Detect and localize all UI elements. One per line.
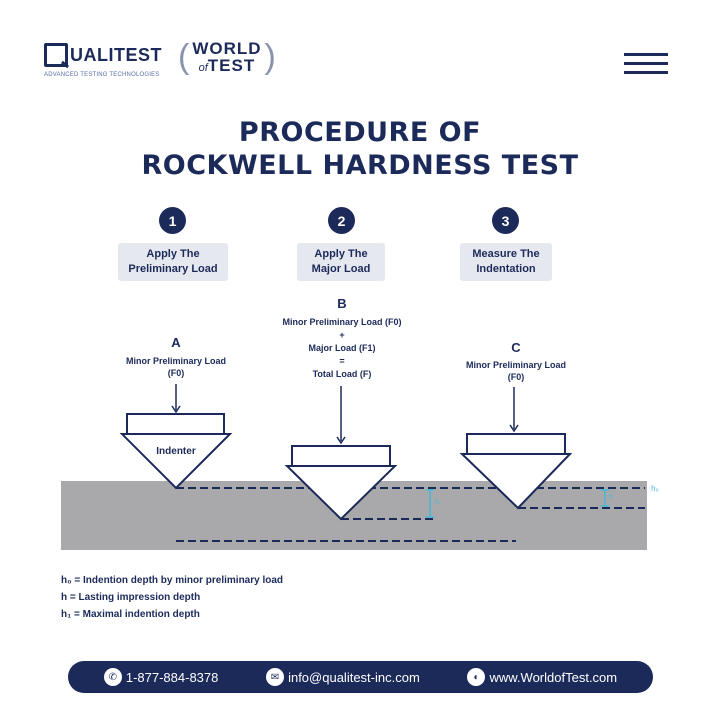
stage-b-load: Minor Preliminary Load (F0) + Major Load… bbox=[282, 317, 402, 379]
brand-name: UALITEST bbox=[70, 44, 162, 65]
step-1-label: Apply The Preliminary Load bbox=[118, 243, 228, 281]
phone-link[interactable]: ✆ 1-877-884-8378 bbox=[103, 668, 219, 686]
page-title-line1: PROCEDURE OF bbox=[238, 117, 482, 148]
phone-icon: ✆ bbox=[103, 668, 122, 686]
h0-mark: h₀ bbox=[651, 484, 659, 493]
h-mark: h bbox=[609, 494, 613, 501]
stage-a-letter: A bbox=[171, 335, 181, 350]
indenter-b-cone bbox=[284, 465, 398, 521]
stage-c-load: Minor Preliminary Load (F0) bbox=[465, 360, 567, 382]
indenter-a-cone bbox=[119, 433, 233, 490]
step-3-number: 3 bbox=[492, 207, 519, 234]
indenter-label: Indenter bbox=[156, 446, 196, 457]
contact-footer: ✆ 1-877-884-8378 ✉ info@qualitest-inc.co… bbox=[68, 661, 653, 693]
indenter-c-cone bbox=[459, 453, 573, 510]
indenter-b-holder bbox=[291, 445, 391, 467]
phone-number: 1-877-884-8378 bbox=[125, 669, 219, 685]
stage-a-load: Minor Preliminary Load (F0) bbox=[125, 356, 227, 378]
email-link[interactable]: ✉ info@qualitest-inc.com bbox=[266, 668, 420, 686]
qualitest-q-mark bbox=[44, 43, 68, 67]
website-link[interactable]: ◐ www.WorldofTest.com bbox=[467, 668, 617, 686]
stage-b-letter: B bbox=[337, 296, 347, 311]
specimen-block bbox=[61, 481, 647, 550]
indenter-c-holder bbox=[466, 433, 566, 455]
brand-tagline: ADVANCED TESTING TECHNOLOGIES bbox=[44, 72, 160, 78]
legend-item-h0: h₀ = Indention depth by minor preliminar… bbox=[61, 575, 284, 586]
email-icon: ✉ bbox=[266, 668, 285, 686]
legend-item-h1: h₁ = Maximal indention depth bbox=[61, 609, 200, 620]
hamburger-menu-icon[interactable] bbox=[624, 53, 668, 75]
indenter-a-holder bbox=[126, 413, 225, 435]
website-url: www.WorldofTest.com bbox=[489, 669, 618, 685]
legend-item-h: h = Lasting impression depth bbox=[61, 592, 201, 603]
step-3-label: Measure The Indentation bbox=[460, 243, 552, 281]
step-1-number: 1 bbox=[159, 207, 186, 234]
stage-c-letter: C bbox=[511, 340, 521, 355]
h1-mark: h₁ bbox=[434, 499, 442, 506]
page-title-line2: ROCKWELL HARDNESS TEST bbox=[141, 150, 579, 181]
partner-line2: TEST bbox=[207, 56, 256, 75]
step-2-label: Apply The Major Load bbox=[297, 243, 385, 281]
world-of-test-logo[interactable]: ( WORLD ofTEST ) bbox=[178, 38, 276, 76]
step-2-number: 2 bbox=[328, 207, 355, 234]
partner-line1: WORLD bbox=[192, 39, 262, 58]
qualitest-logo[interactable]: UALITEST bbox=[44, 43, 162, 67]
globe-icon: ◐ bbox=[467, 668, 486, 686]
email-address: info@qualitest-inc.com bbox=[288, 669, 420, 685]
partner-of: of bbox=[198, 62, 208, 74]
